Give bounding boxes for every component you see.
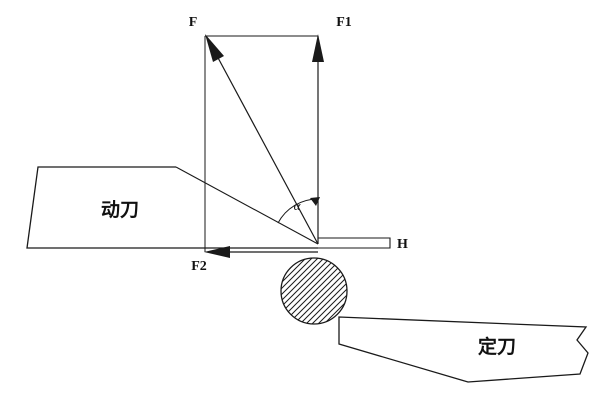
- force-parallelogram: [204, 35, 318, 252]
- height-label: H: [397, 237, 408, 252]
- moving-blade: 动刀: [26, 166, 319, 249]
- workpiece-circle: [280, 257, 348, 325]
- angle-arc-tick: [310, 197, 320, 206]
- force-f-vector: F: [189, 15, 319, 245]
- angle-alpha: α: [277, 197, 320, 224]
- f-label: F: [189, 15, 198, 30]
- edge-land-outline: [318, 237, 391, 249]
- f2-arrowhead: [204, 246, 230, 258]
- f-arrowhead: [205, 34, 224, 62]
- workpiece: [280, 257, 348, 325]
- angle-label: α: [294, 198, 302, 213]
- f1-label: F1: [336, 15, 352, 30]
- edge-land-step: H: [318, 237, 408, 252]
- moving-blade-label: 动刀: [101, 199, 139, 221]
- moving-blade-outline: [26, 166, 318, 249]
- force-f1-vector: F1: [312, 15, 352, 244]
- force-f2-vector: F2: [191, 246, 318, 274]
- moving-blade-cutting-edge: [175, 166, 319, 245]
- f2-label: F2: [191, 259, 207, 274]
- fixed-blade: 定刀: [338, 316, 589, 383]
- fixed-blade-label: 定刀: [478, 335, 516, 358]
- fixed-blade-outline: [338, 316, 589, 383]
- f1-arrowhead: [312, 34, 324, 62]
- f-vector-line: [208, 40, 319, 245]
